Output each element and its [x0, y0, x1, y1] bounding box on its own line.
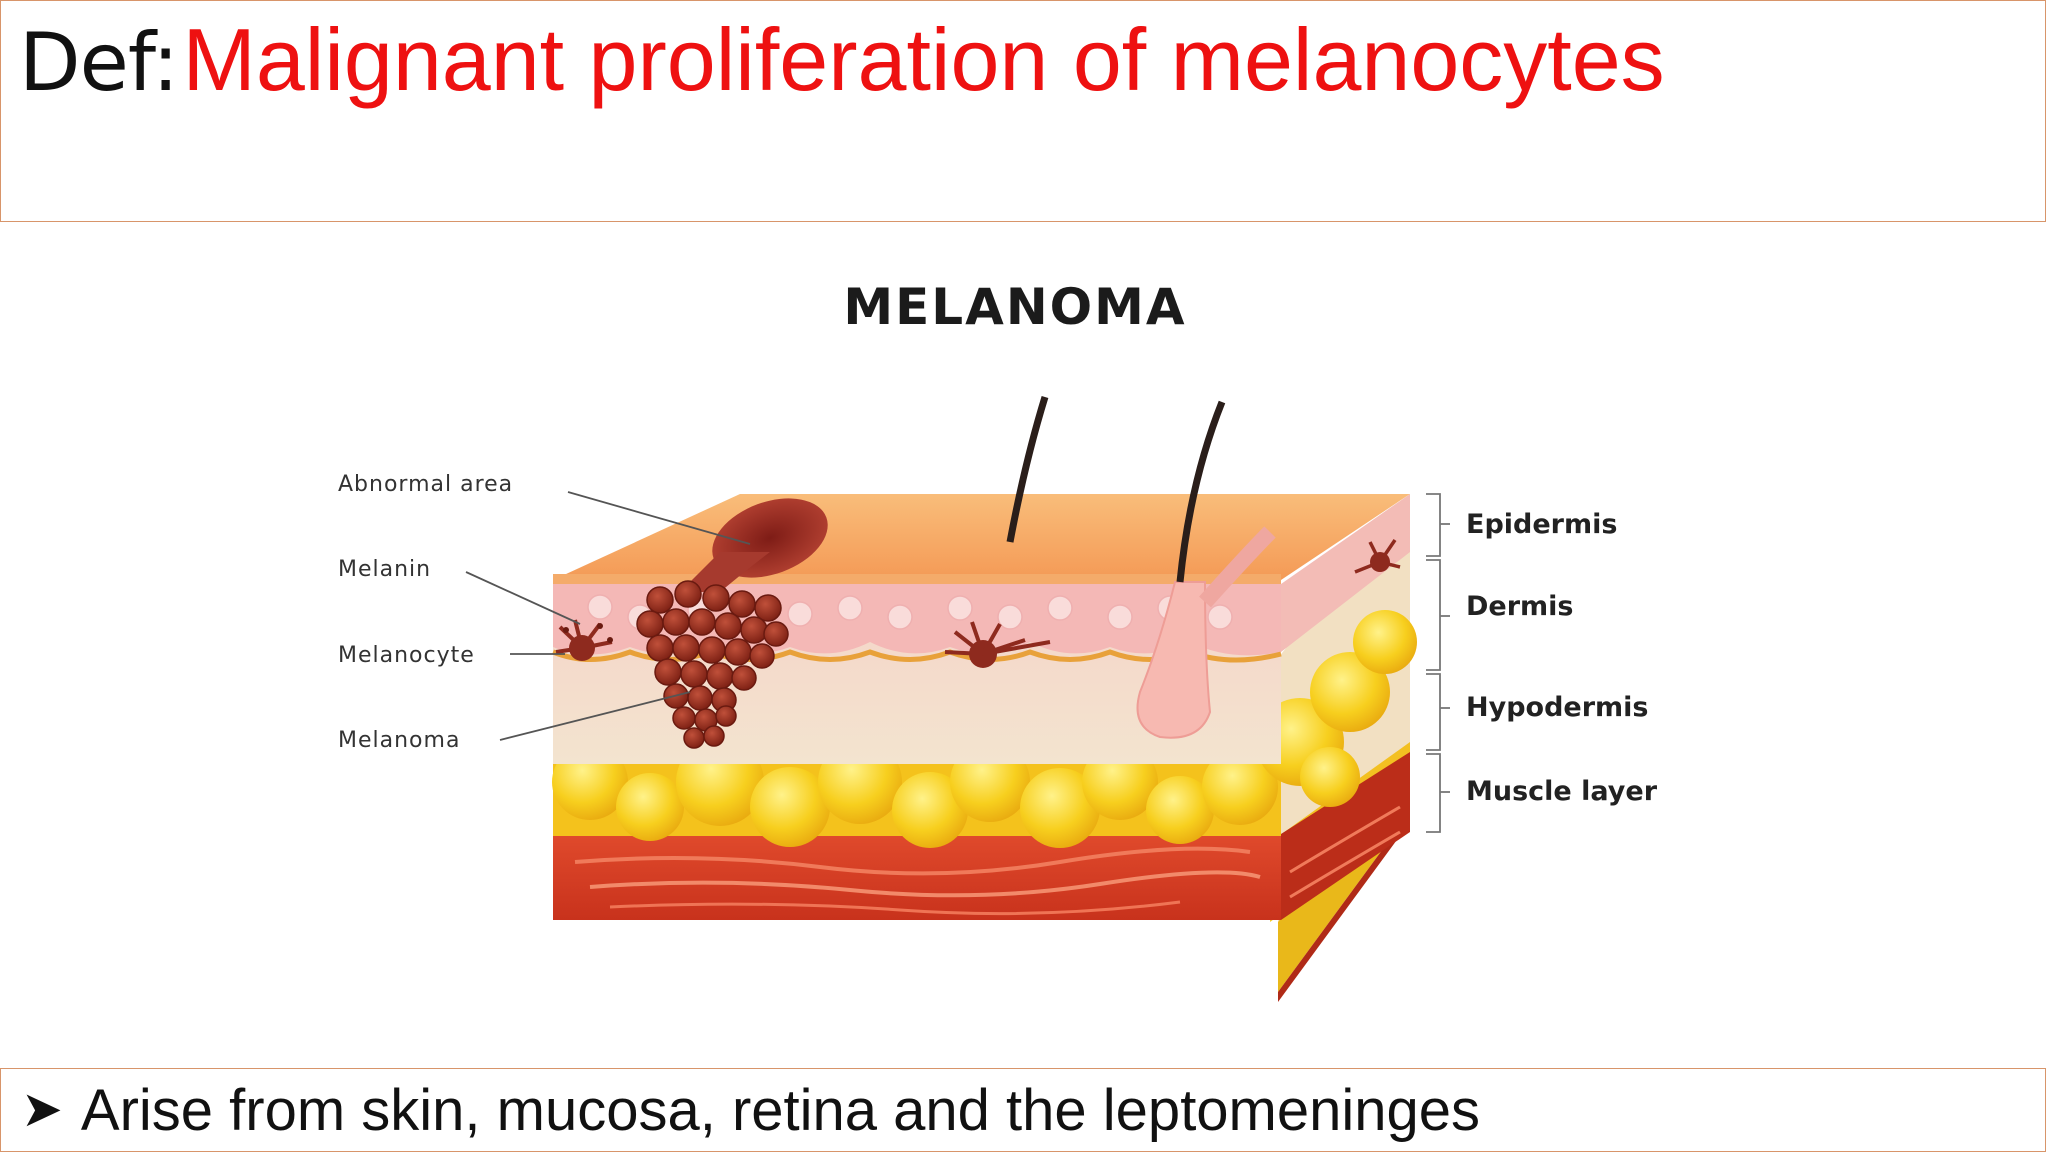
title-box: Def: Malignant proliferation of melanocy… [0, 0, 2046, 222]
label-muscle-layer: Muscle layer [1466, 776, 1658, 807]
bullet-box: ➤ Arise from skin, mucosa, retina and the… [0, 1068, 2046, 1152]
definition-text: Malignant proliferation of melanocytes [182, 10, 1665, 109]
hair-1 [1006, 395, 1049, 543]
hair-2 [1176, 400, 1226, 583]
melanin-dots [563, 623, 613, 643]
label-melanocyte: Melanocyte [338, 643, 475, 668]
diagram-title: MELANOMA [843, 278, 1186, 336]
bullet-text: Arise from skin, mucosa, retina and the … [80, 1078, 1481, 1143]
bullet-line: ➤ Arise from skin, mucosa, retina and the… [21, 1077, 1480, 1144]
muscle-layer [553, 752, 1410, 920]
title-line: Def: Malignant proliferation of melanocy… [19, 9, 1665, 111]
pointer-lines [465, 491, 751, 741]
def-prefix: Def: [19, 16, 179, 109]
label-melanin: Melanin [338, 557, 431, 582]
dermis-side [1281, 494, 1410, 652]
melanoma-diagram: MELANOMA [338, 278, 1658, 1002]
melanocyte-left [555, 619, 613, 661]
melanocyte-mid [944, 621, 1051, 668]
label-abnormal-area: Abnormal area [338, 472, 513, 497]
arrow-bullet-icon: ➤ [21, 1081, 63, 1137]
label-melanoma: Melanoma [338, 728, 460, 753]
melanocyte-right [1354, 539, 1401, 574]
epidermis-edge [553, 574, 1281, 584]
label-dermis: Dermis [1466, 591, 1574, 622]
melanoma-tumor [636, 580, 789, 749]
layer-brackets [1426, 493, 1450, 833]
spot-trail [680, 552, 770, 592]
label-epidermis: Epidermis [1466, 509, 1617, 540]
hair-follicle [1136, 526, 1276, 739]
label-hypodermis: Hypodermis [1466, 692, 1649, 723]
epidermis-top [553, 494, 1410, 580]
